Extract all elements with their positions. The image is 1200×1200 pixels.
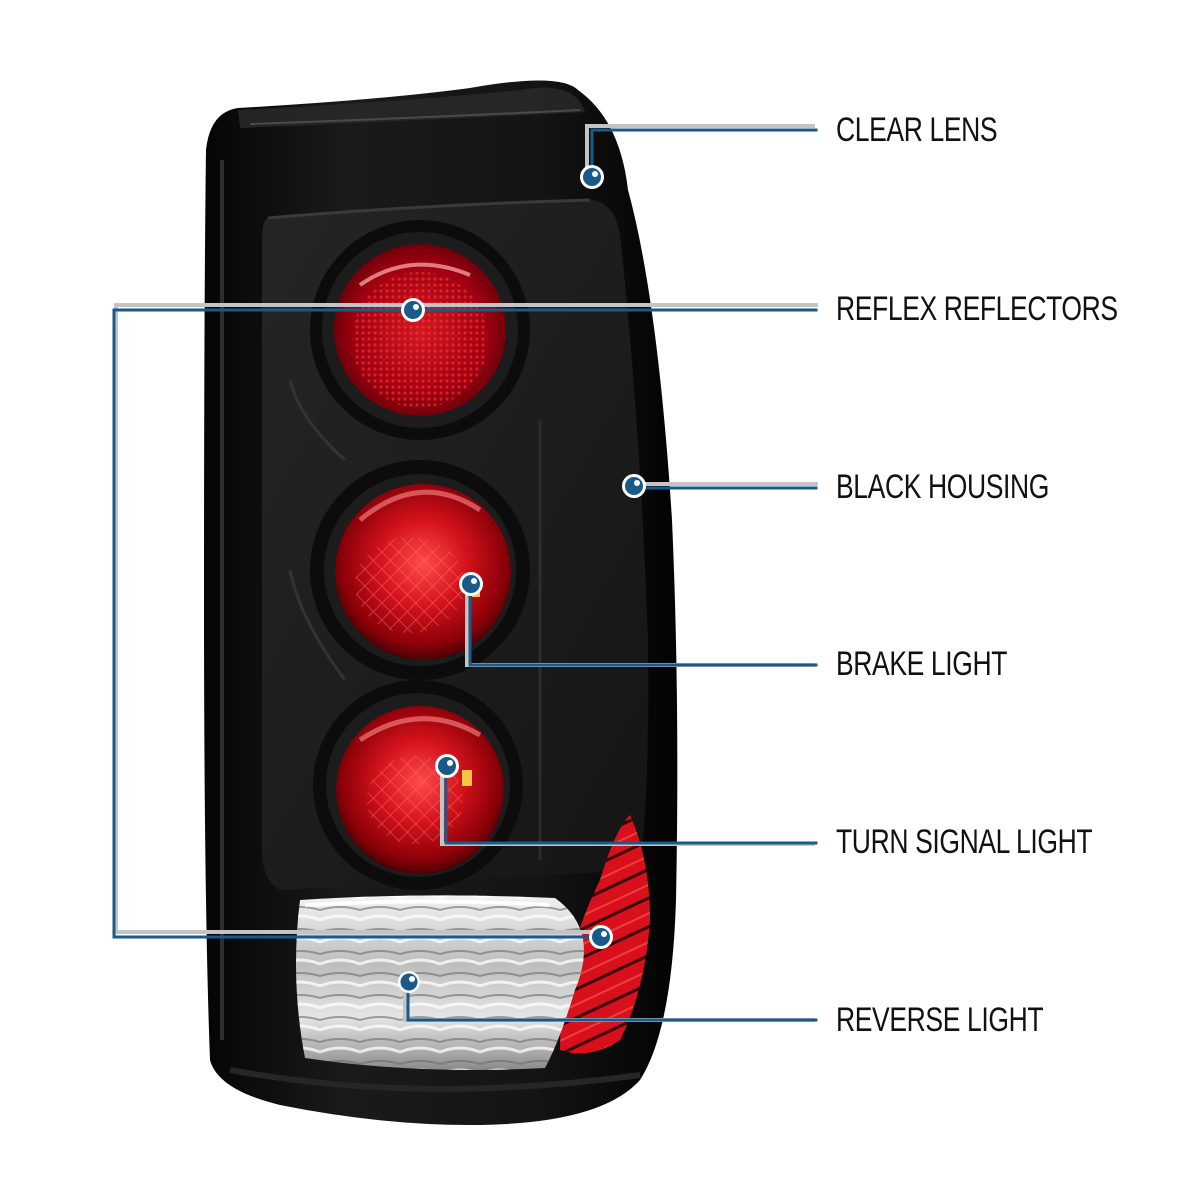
callout-markers bbox=[398, 165, 646, 993]
callout-dot-icon[interactable] bbox=[401, 298, 425, 322]
label-reflex-reflectors: REFLEX REFLECTORS bbox=[836, 290, 1118, 328]
callout-dot-icon[interactable] bbox=[580, 165, 604, 189]
callout-dot-icon[interactable] bbox=[622, 474, 646, 498]
leader-lines bbox=[112, 124, 818, 1022]
label-brake-light: BRAKE LIGHT bbox=[836, 645, 1008, 683]
label-black-housing: BLACK HOUSING bbox=[836, 468, 1050, 506]
leader-brake-light bbox=[468, 583, 818, 667]
label-turn-signal-light: TURN SIGNAL LIGHT bbox=[836, 823, 1093, 861]
brake-light-lens bbox=[310, 460, 530, 680]
label-clear-lens: CLEAR LENS bbox=[836, 111, 998, 149]
callout-dot-icon[interactable] bbox=[589, 925, 613, 949]
leader-reverse-light bbox=[406, 981, 818, 1022]
leader-clear-lens bbox=[590, 128, 818, 180]
leader-turn-signal-light bbox=[444, 764, 818, 845]
turn-signal-lens bbox=[313, 680, 523, 890]
label-reverse-light: REVERSE LIGHT bbox=[836, 1001, 1044, 1039]
callout-dot-icon[interactable] bbox=[459, 572, 483, 596]
leader-reflex-reflectors bbox=[112, 308, 818, 939]
callout-dot-icon[interactable] bbox=[398, 971, 420, 993]
reverse-light-lens bbox=[296, 895, 584, 1071]
callout-dot-icon[interactable] bbox=[435, 754, 459, 778]
reflex-reflector-lens bbox=[310, 220, 530, 440]
